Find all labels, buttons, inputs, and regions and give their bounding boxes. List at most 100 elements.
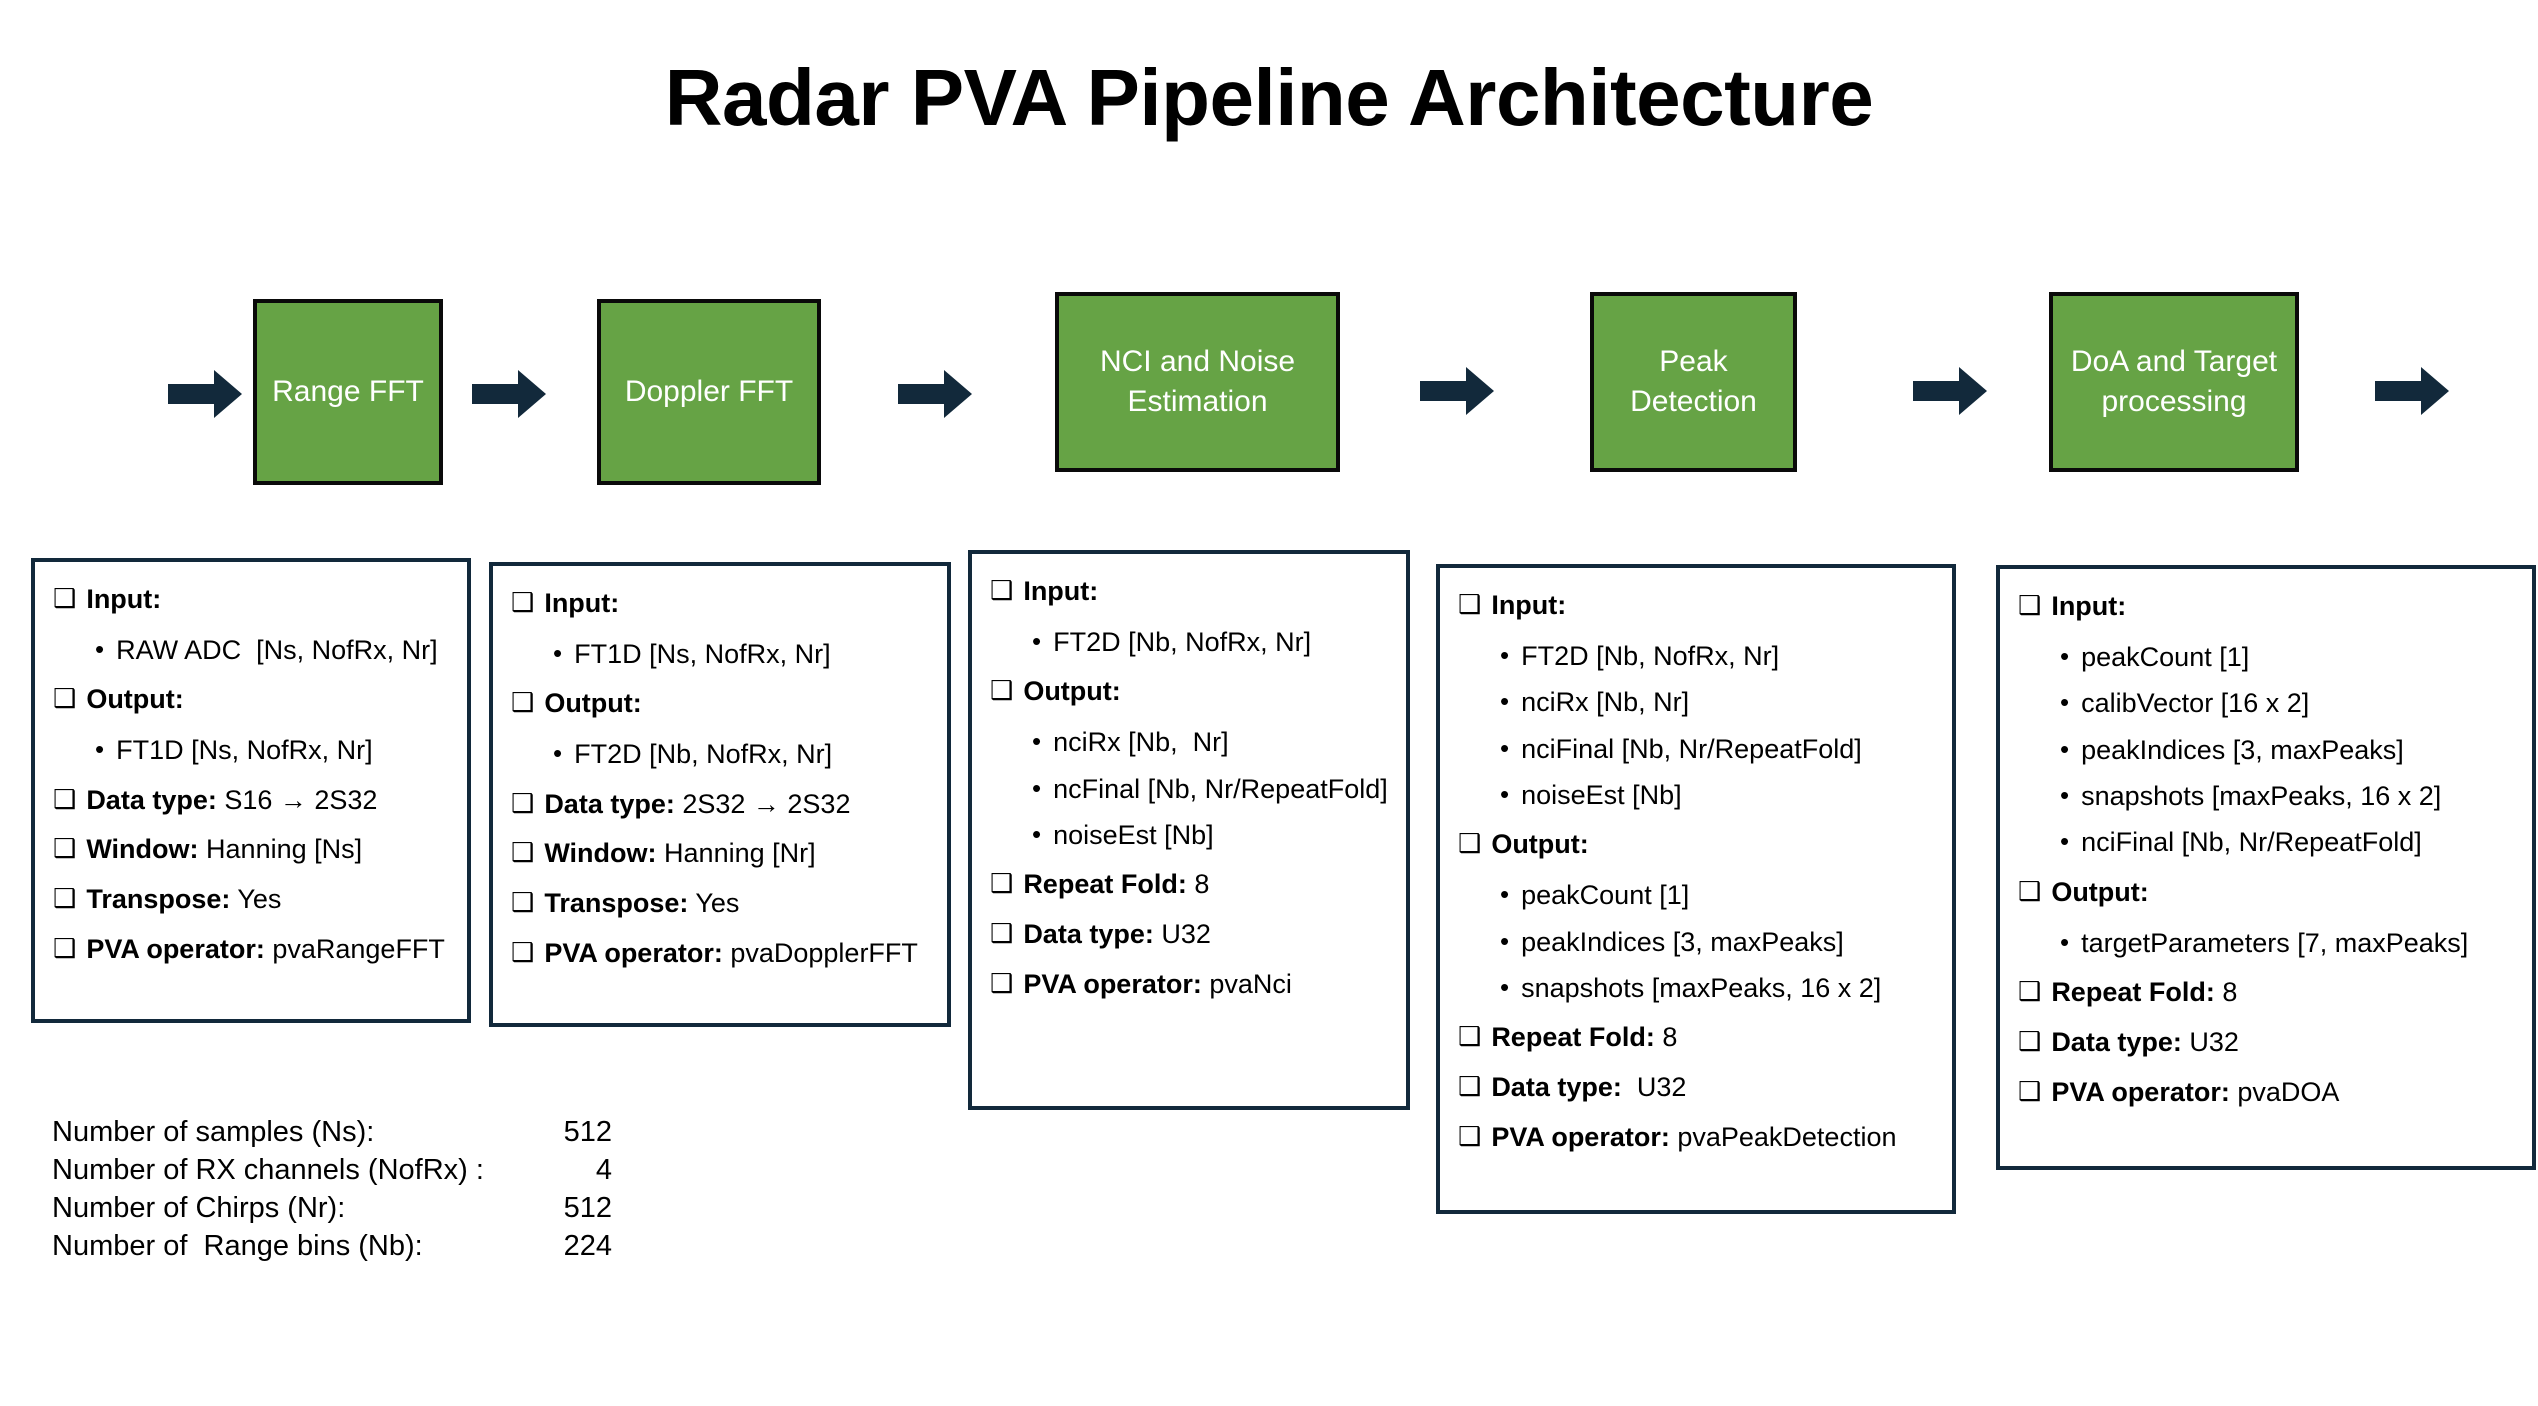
spec-row-label: Output: bbox=[2051, 876, 2149, 907]
bullet-dot-icon: • bbox=[1500, 732, 1510, 763]
checkbox-bullet-icon: ❑ bbox=[2018, 976, 2042, 1007]
checkbox-bullet-icon: ❑ bbox=[2018, 875, 2042, 906]
bullet-dot-icon: • bbox=[1500, 686, 1510, 717]
checkbox-bullet-icon: ❑ bbox=[990, 968, 1014, 998]
spec-row-value: pvaDopplerFFT bbox=[722, 938, 918, 969]
spec-sub-list: •targetParameters [7, maxPeaks] bbox=[2018, 927, 2514, 959]
flow-stage-label: Range FFT bbox=[272, 375, 424, 409]
spec-sub-item-text: FT1D [Ns, NofRx, Nr] bbox=[574, 638, 831, 669]
spec-key-value-row: ❑Data type: U32 bbox=[990, 919, 1388, 951]
spec-key-value-row: ❑ Data type: S16 → 2S32 bbox=[53, 783, 449, 817]
spec-sub-item-text: FT2D [Nb, NofRx, Nr] bbox=[1053, 626, 1312, 657]
page-title: Radar PVA Pipeline Architecture bbox=[664, 53, 1874, 142]
spec-row-value: 8 bbox=[1654, 1022, 1678, 1053]
spec-row-label: Data type: bbox=[2051, 1026, 2182, 1057]
spec-row-text: Input: bbox=[86, 584, 161, 616]
flow-stage-doppler-fft[interactable]: Doppler FFT bbox=[597, 299, 821, 485]
spec-key-value-row: ❑Data type: U32 bbox=[1458, 1072, 1934, 1104]
bullet-dot-icon: • bbox=[2060, 733, 2070, 764]
spec-section-header: ❑Output: bbox=[1458, 829, 1934, 861]
right-block-arrow-icon-3 bbox=[1420, 365, 1494, 417]
spec-row-label: PVA operator: bbox=[1491, 1122, 1670, 1153]
detail-card-range-fft: ❑Input:•RAW ADC [Ns, NofRx, Nr]❑Output:•… bbox=[31, 558, 471, 1023]
spec-sub-item-text: noiseEst [Nb] bbox=[1053, 819, 1214, 850]
spec-sub-list: • FT1D [Ns, NofRx, Nr] bbox=[53, 734, 449, 766]
spec-row-text: Output: bbox=[544, 688, 641, 720]
spec-row-label: Output: bbox=[1023, 676, 1121, 707]
spec-row-value: 8 bbox=[2214, 977, 2238, 1008]
checkbox-bullet-icon: ❑ bbox=[1458, 1021, 1482, 1052]
checkbox-bullet-icon: ❑ bbox=[1458, 1121, 1482, 1152]
spec-key-value-row: ❑Window: Hanning [Nr] bbox=[511, 838, 929, 870]
flow-stage-peak-detection[interactable]: Peak Detection bbox=[1590, 292, 1797, 472]
spec-row-text: Window: Hanning [Ns] bbox=[86, 834, 362, 866]
flow-stage-doa-target-processing[interactable]: DoA and Target processing bbox=[2049, 292, 2299, 472]
spec-row-text: Input: bbox=[1023, 576, 1098, 608]
spec-sub-item-text: nciRx [Nb, Nr] bbox=[1521, 687, 1690, 718]
flow-stage-nci-noise-estimation[interactable]: NCI and Noise Estimation bbox=[1055, 292, 1340, 472]
spec-sub-list: •peakCount [1]•calibVector [16 x 2]•peak… bbox=[2018, 641, 2514, 859]
bullet-dot-icon: • bbox=[2060, 687, 2070, 718]
spec-row-text: Transpose: Yes bbox=[544, 888, 739, 920]
flow-stage-label: Peak Detection bbox=[1630, 345, 1757, 418]
spec-row-label: Data type: bbox=[544, 788, 675, 819]
spec-sub-item: •snapshots [maxPeaks, 16 x 2] bbox=[2060, 780, 2514, 812]
spec-row-text: Window: Hanning [Nr] bbox=[544, 838, 815, 870]
spec-sub-list: •FT2D [Nb, NofRx, Nr] bbox=[511, 738, 929, 770]
spec-section-header: ❑Output: bbox=[990, 676, 1388, 708]
spec-sub-item: •nciFinal [Nb, Nr/RepeatFold] bbox=[2060, 826, 2514, 858]
parameter-value: 512 bbox=[563, 1192, 612, 1224]
parameter-row: Number of Chirps (Nr):512 bbox=[52, 1194, 612, 1232]
spec-row-text: Data type: U32 bbox=[1491, 1072, 1686, 1104]
checkbox-bullet-icon: ❑ bbox=[53, 583, 77, 613]
spec-row-label: Data type: bbox=[1491, 1072, 1622, 1103]
spec-row-value: Yes bbox=[230, 884, 282, 915]
checkbox-bullet-icon: ❑ bbox=[53, 683, 77, 714]
spec-row-label: Output: bbox=[86, 684, 184, 715]
spec-row-text: Input: bbox=[1491, 590, 1566, 622]
spec-sub-item: •peakIndices [3, maxPeaks] bbox=[1500, 926, 1934, 958]
bullet-dot-icon: • bbox=[1032, 726, 1042, 757]
spec-row-text: Data type: 2S32 → 2S32 bbox=[544, 789, 850, 821]
flow-stage-label: DoA and Target processing bbox=[2070, 345, 2278, 418]
pipeline-flow-row: Range FFT Doppler FFT NCI and Noise Esti… bbox=[0, 280, 2538, 485]
bullet-dot-icon: • bbox=[1032, 818, 1042, 849]
spec-section-header: ❑ Output: bbox=[2018, 875, 2514, 909]
flow-stage-label: Doppler FFT bbox=[624, 375, 794, 409]
spec-key-value-row: ❑PVA operator: pvaNci bbox=[990, 968, 1388, 1001]
spec-row-text: Output: bbox=[1491, 829, 1588, 861]
checkbox-bullet-icon: ❑ bbox=[53, 783, 77, 814]
spec-sub-item: •FT1D [Ns, NofRx, Nr] bbox=[553, 638, 929, 670]
checkbox-bullet-icon: ❑ bbox=[511, 887, 535, 918]
spec-sub-item-text: ncFinal [Nb, Nr/RepeatFold] bbox=[1053, 773, 1388, 804]
bullet-dot-icon: • bbox=[2060, 780, 2070, 811]
bullet-dot-icon: • bbox=[553, 738, 563, 769]
bullet-dot-icon: • bbox=[95, 734, 105, 765]
spec-row-text: Output: bbox=[1023, 676, 1120, 708]
parameter-name: Number of Range bins (Nb): bbox=[52, 1230, 423, 1262]
checkbox-bullet-icon: ❑ bbox=[53, 833, 77, 864]
spec-key-value-row: ❑ Repeat Fold: 8 bbox=[1458, 1022, 1934, 1054]
spec-row-value: Hanning [Nr] bbox=[656, 838, 816, 869]
spec-row-text: Repeat Fold: 8 bbox=[1491, 1022, 1677, 1054]
right-block-arrow-icon-1 bbox=[472, 368, 546, 420]
spec-sub-item: •FT2D [Nb, NofRx, Nr] bbox=[1032, 626, 1388, 658]
bullet-dot-icon: • bbox=[1500, 779, 1510, 810]
bullet-dot-icon: • bbox=[2060, 826, 2070, 857]
spec-sub-item-text: calibVector [16 x 2] bbox=[2081, 688, 2310, 719]
spec-sub-list: •FT1D [Ns, NofRx, Nr] bbox=[511, 638, 929, 670]
spec-sub-item-text: FT1D [Ns, NofRx, Nr] bbox=[116, 735, 373, 766]
flow-stage-range-fft[interactable]: Range FFT bbox=[253, 299, 443, 485]
checkbox-bullet-icon: ❑ bbox=[511, 937, 535, 968]
spec-row-text: Data type: S16 → 2S32 bbox=[86, 785, 377, 817]
checkbox-bullet-icon: ❑ bbox=[990, 918, 1014, 949]
bullet-dot-icon: • bbox=[1500, 879, 1510, 910]
spec-sub-item: • calibVector [16 x 2] bbox=[2060, 687, 2514, 719]
spec-sub-item-text: nciFinal [Nb, Nr/RepeatFold] bbox=[1521, 733, 1862, 764]
spec-section-header: ❑ Input: bbox=[53, 583, 449, 616]
bullet-dot-icon: • bbox=[2060, 640, 2070, 671]
spec-sub-item: • nciFinal [Nb, Nr/RepeatFold] bbox=[1500, 733, 1934, 765]
spec-row-text: Output: bbox=[86, 684, 183, 716]
spec-row-value: pvaPeakDetection bbox=[1669, 1122, 1897, 1153]
parameter-row: Number of Range bins (Nb):224 bbox=[52, 1232, 612, 1270]
